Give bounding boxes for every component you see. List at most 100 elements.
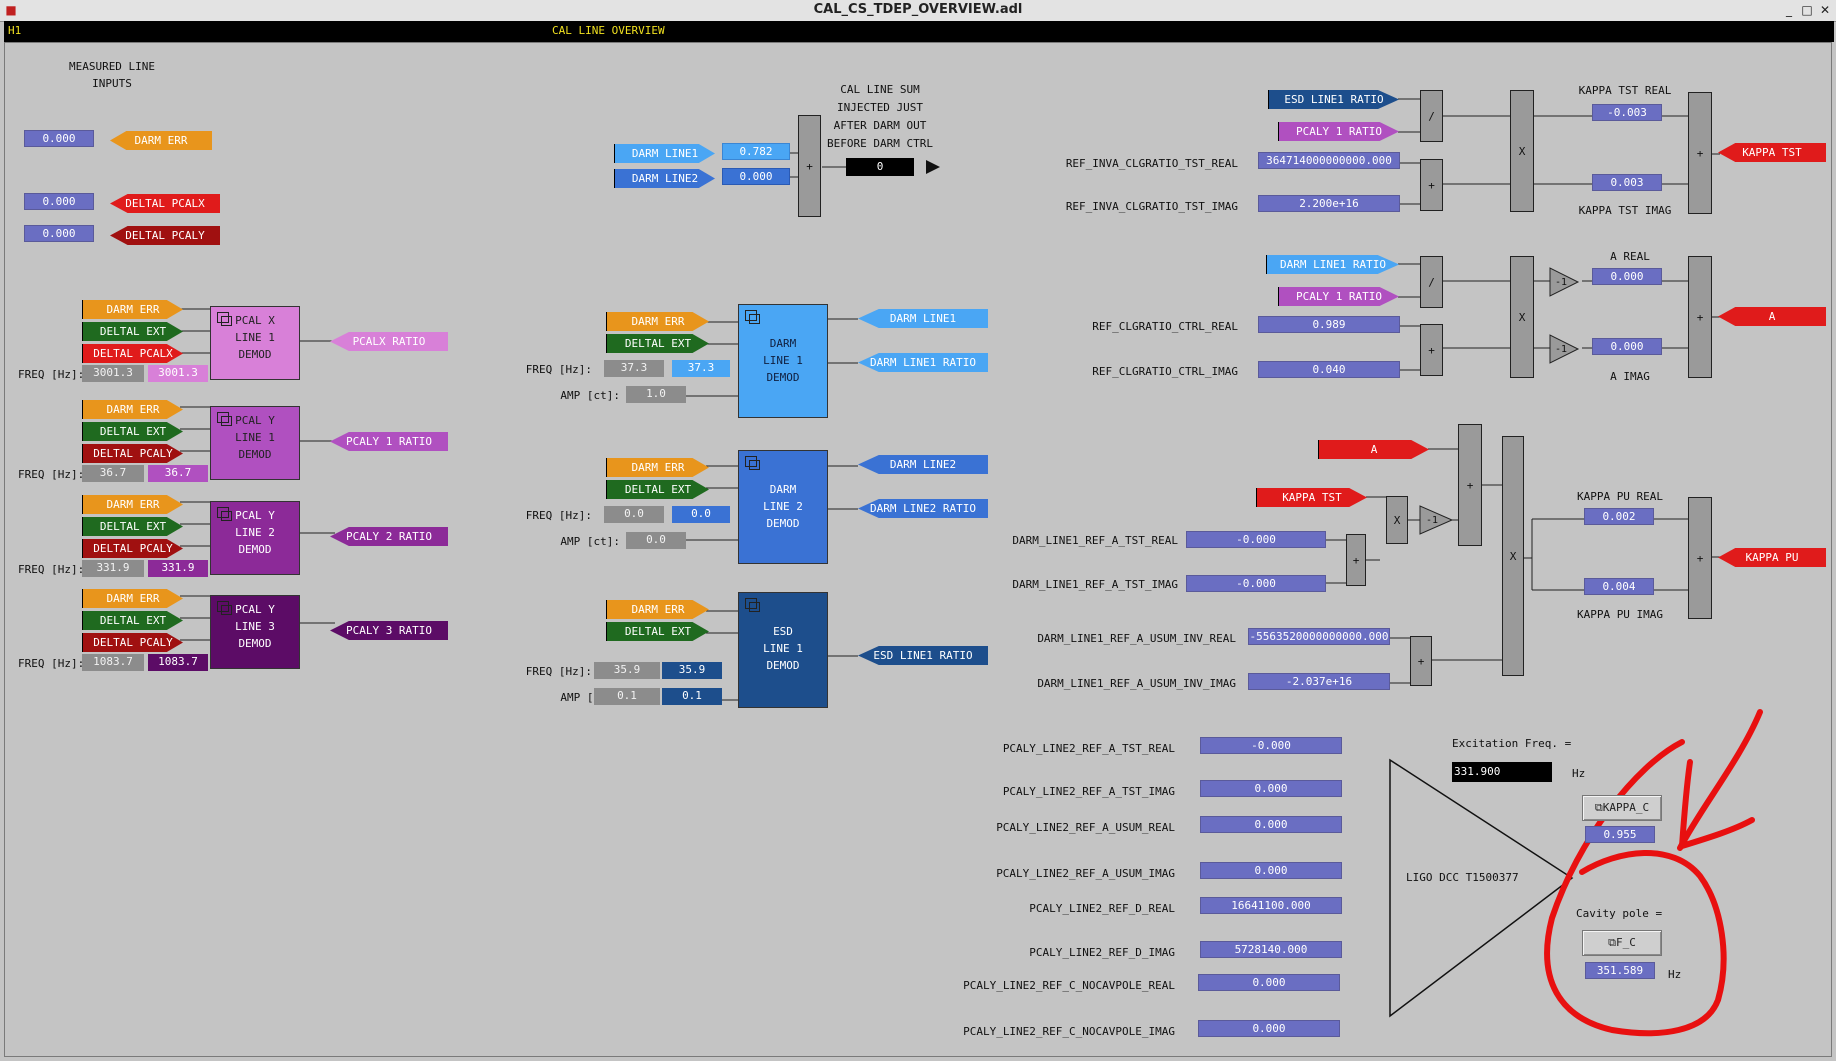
kpu-r2-label: DARM_LINE1_REF_A_TST_IMAG [1012, 578, 1178, 591]
block-line: LINE 3 [235, 620, 275, 633]
a-ref-imag-label: REF_CLGRATIO_CTRL_IMAG [1092, 365, 1238, 378]
kpu-adder-ref: + [1346, 534, 1366, 586]
header-bar: H1 CAL LINE OVERVIEW [4, 21, 1834, 42]
related-display-icon [745, 456, 760, 470]
ratio-output-link[interactable]: ESD LINE1 RATIO [858, 646, 988, 665]
kappa-pu-output[interactable]: KAPPA PU [1718, 548, 1826, 567]
pcaly-ref-value: 0.000 [1200, 780, 1342, 797]
pcaly-ref-value: 0.000 [1200, 816, 1342, 833]
calsum-text-4: BEFORE DARM CTRL [827, 137, 933, 150]
a-neg1-real: -1 [1554, 277, 1568, 288]
ratio-output-link[interactable]: PCALY 3 RATIO [330, 621, 448, 640]
deltal-ext-input[interactable]: DELTAL EXT [82, 611, 183, 630]
freq-readback: 331.9 [148, 560, 208, 577]
freq-label: FREQ [Hz]: [18, 368, 85, 381]
related-display-icon [217, 507, 232, 521]
block-demod: DEMOD [766, 371, 800, 384]
darm-err-input[interactable]: DARM ERR [82, 400, 183, 419]
freq-setpoint[interactable]: 3001.3 [82, 365, 144, 382]
darm-line1-input[interactable]: DARM LINE1 [614, 144, 715, 163]
a-multiplier: X [1510, 256, 1534, 378]
block-demod: DEMOD [766, 517, 800, 530]
deltal-ext-input[interactable]: DELTAL EXT [606, 480, 709, 499]
kt-esd-line1-ratio-input[interactable]: ESD LINE1 RATIO [1268, 90, 1399, 109]
kt-real-value: -0.003 [1592, 104, 1662, 121]
deltal-pcal-input[interactable]: DELTAL PCALY [82, 444, 183, 463]
kt-pcaly1-ratio-input[interactable]: PCALY 1 RATIO [1278, 122, 1399, 141]
a-darm-line1-ratio-input[interactable]: DARM LINE1 RATIO [1266, 255, 1399, 274]
pcaly-ref-label: PCALY_LINE2_REF_A_TST_REAL [1002, 742, 1175, 755]
calsum-text-3: AFTER DARM OUT [833, 119, 927, 132]
line-output-link[interactable]: DARM LINE2 [858, 455, 988, 474]
amp-setpoint[interactable]: 0.1 [594, 688, 660, 705]
kt-ref-real-value: 364714000000000.000 [1258, 152, 1400, 169]
darm-err-input[interactable]: DARM ERR [606, 458, 709, 477]
darm-err-input[interactable]: DARM ERR [82, 300, 183, 319]
deltal-ext-input[interactable]: DELTAL EXT [606, 622, 709, 641]
minimize-button[interactable]: _ [1786, 3, 1792, 17]
pcaly-ref-value: 0.000 [1200, 862, 1342, 879]
maximize-button[interactable]: □ [1801, 3, 1813, 17]
pcaly-ref-label: PCALY_LINE2_REF_A_USUM_IMAG [996, 867, 1175, 880]
ratio-output-link[interactable]: DARM LINE2 RATIO [858, 499, 988, 518]
freq-setpoint[interactable]: 0.0 [604, 506, 664, 523]
deltal-ext-input[interactable]: DELTAL EXT [606, 334, 709, 353]
app-menu-icon[interactable]: ■ [5, 3, 17, 17]
kpu-r3-label: DARM_LINE1_REF_A_USUM_INV_REAL [1037, 632, 1236, 645]
block-line: LINE 2 [235, 526, 275, 539]
deltal-ext-input[interactable]: DELTAL EXT [82, 422, 183, 441]
calsum-adder: + [798, 115, 821, 217]
deltal-pcalx-link[interactable]: DELTAL PCALX [110, 194, 220, 213]
darm-err-input[interactable]: DARM ERR [82, 495, 183, 514]
freq-readback: 0.0 [672, 506, 730, 523]
deltal-ext-input[interactable]: DELTAL EXT [82, 322, 183, 341]
close-button[interactable]: ✕ [1819, 3, 1831, 17]
freq-setpoint[interactable]: 35.9 [594, 662, 660, 679]
darm-line2-input[interactable]: DARM LINE2 [614, 169, 715, 188]
deltal-pcal-input[interactable]: DELTAL PCALY [82, 539, 183, 558]
deltal-pcaly-link[interactable]: DELTAL PCALY [110, 226, 220, 245]
freq-setpoint[interactable]: 37.3 [604, 360, 664, 377]
ratio-output-link[interactable]: PCALY 2 RATIO [330, 527, 448, 546]
kpu-r2-value: -0.000 [1186, 575, 1326, 592]
kt-adder-out: + [1688, 92, 1712, 214]
kappa-c-button[interactable]: ⧉KAPPA_C [1582, 795, 1662, 821]
darm-err-input[interactable]: DARM ERR [606, 312, 709, 331]
a-output[interactable]: A [1718, 307, 1826, 326]
darm-err-input[interactable]: DARM ERR [82, 589, 183, 608]
kpu-r3-value: -5563520000000000.000 [1248, 628, 1390, 645]
dcc-label: LIGO DCC T1500377 [1406, 871, 1519, 884]
ratio-output-link[interactable]: DARM LINE1 RATIO [858, 353, 988, 372]
kpu-kappa-tst-input[interactable]: KAPPA TST [1256, 488, 1367, 507]
a-ref-real-label: REF_CLGRATIO_CTRL_REAL [1092, 320, 1238, 333]
freq-setpoint[interactable]: 36.7 [82, 465, 144, 482]
ratio-output-link[interactable]: PCALY 1 RATIO [330, 432, 448, 451]
kpu-imag-title: KAPPA PU IMAG [1576, 608, 1664, 621]
deltal-pcal-input[interactable]: DELTAL PCALY [82, 633, 183, 652]
related-display-icon: ⧉ [1594, 801, 1603, 814]
darm-err-input[interactable]: DARM ERR [606, 600, 709, 619]
deltal-ext-input[interactable]: DELTAL EXT [82, 517, 183, 536]
kappa-tst-output[interactable]: KAPPA TST [1718, 143, 1826, 162]
deltal-pcal-input[interactable]: DELTAL PCALX [82, 344, 183, 363]
line-output-link[interactable]: DARM LINE1 [858, 309, 988, 328]
ratio-output-link[interactable]: PCALX RATIO [330, 332, 448, 351]
fc-button[interactable]: ⧉F_C [1582, 930, 1662, 956]
a-pcaly1-ratio-input[interactable]: PCALY 1 RATIO [1278, 287, 1399, 306]
related-display-icon [217, 312, 232, 326]
kpu-a-input[interactable]: A [1318, 440, 1429, 459]
amp-setpoint[interactable]: 0.0 [626, 532, 686, 549]
freq-setpoint[interactable]: 1083.7 [82, 654, 144, 671]
page-title: CAL LINE OVERVIEW [552, 24, 665, 37]
darm-err-link[interactable]: DARM ERR [110, 131, 212, 150]
pcaly-ref-label: PCALY_LINE2_REF_C_NOCAVPOLE_IMAG [963, 1025, 1175, 1038]
freq-setpoint[interactable]: 331.9 [82, 560, 144, 577]
amp-setpoint[interactable]: 1.0 [626, 386, 686, 403]
